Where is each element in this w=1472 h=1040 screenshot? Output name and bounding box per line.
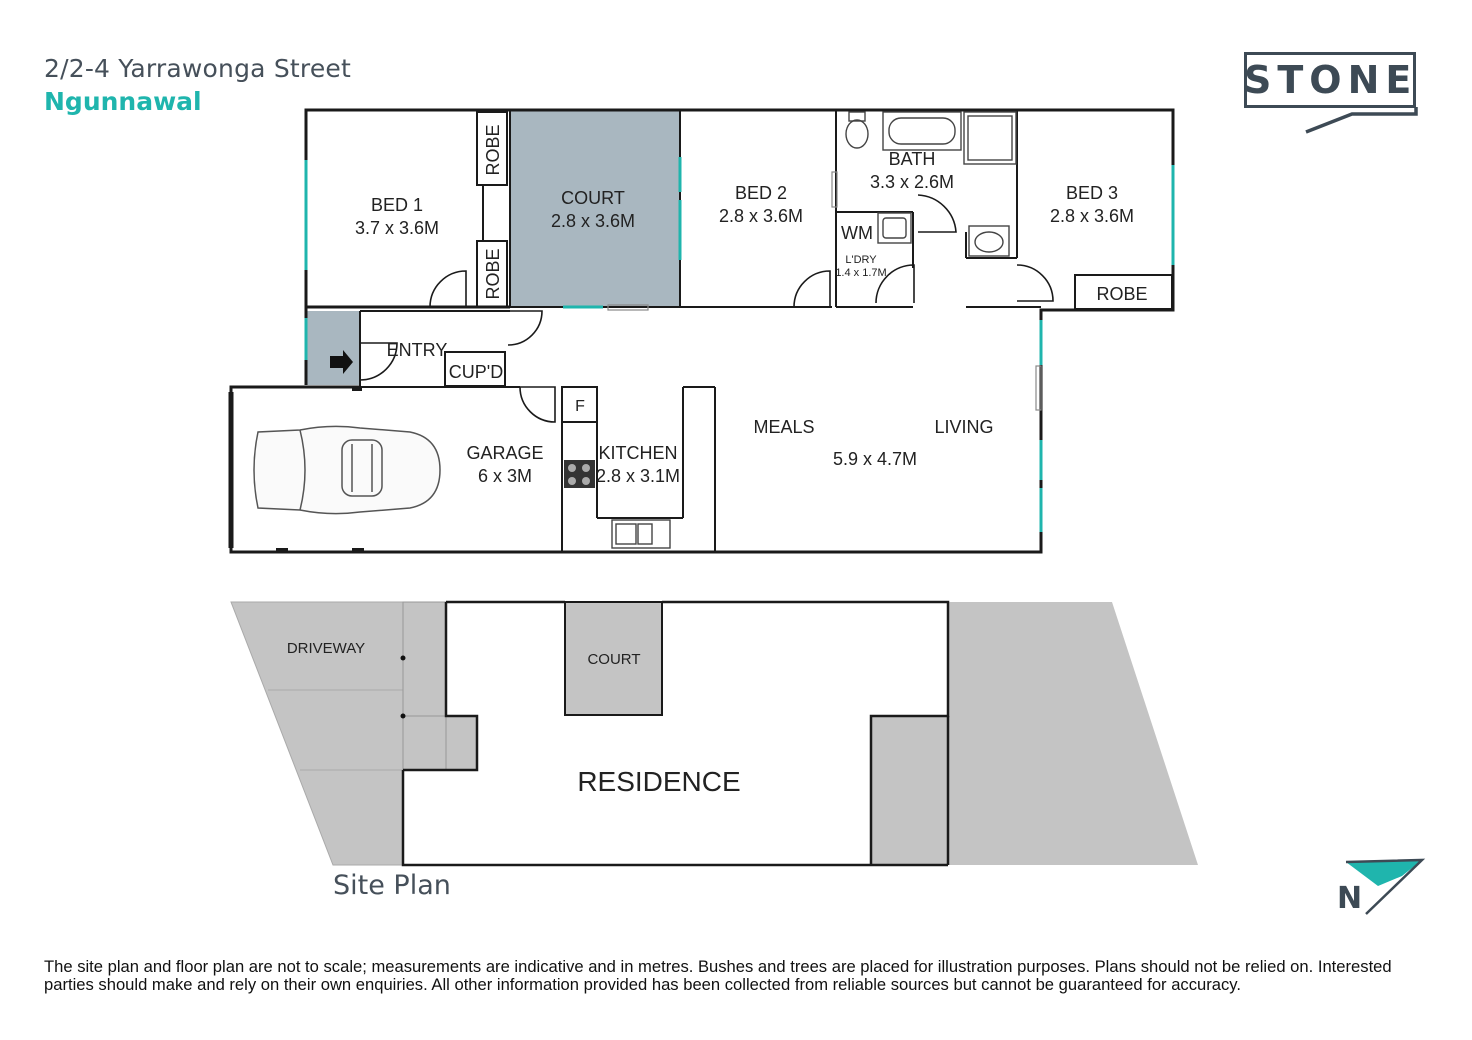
bed3-size: 2.8 x 3.6M	[1050, 206, 1134, 226]
site-plan-title: Site Plan	[333, 870, 451, 901]
meals-living-size: 5.9 x 4.7M	[833, 449, 917, 469]
kitchen-name: KITCHEN	[598, 443, 677, 463]
court-fill	[510, 110, 680, 307]
bed1-name: BED 1	[371, 195, 423, 215]
entry-label: ENTRY	[387, 340, 448, 360]
disclaimer-text: The site plan and floor plan are not to …	[44, 957, 1392, 994]
garage-name: GARAGE	[466, 443, 543, 463]
windows	[304, 157, 1175, 532]
logo-frame	[1244, 52, 1416, 108]
stone-logo: STONE	[1244, 52, 1424, 136]
bath-name: BATH	[889, 149, 936, 169]
logo-text: STONE	[1244, 58, 1418, 102]
north-arrow-icon: N	[1337, 858, 1426, 916]
kitchen-size: 2.8 x 3.1M	[596, 466, 680, 486]
site-plan-drawing	[230, 600, 1198, 867]
living-label: LIVING	[934, 417, 993, 437]
robe-a-label: ROBE	[483, 124, 503, 175]
site-court-label: COURT	[587, 651, 640, 668]
driveway-label: DRIVEWAY	[287, 640, 365, 657]
wm-label: WM	[841, 223, 873, 243]
bed2-name: BED 2	[735, 183, 787, 203]
bed3-name: BED 3	[1066, 183, 1118, 203]
openings	[607, 171, 1042, 411]
cooktop-icon	[564, 460, 595, 488]
cupboard-label: CUP'D	[449, 362, 503, 382]
door-swings	[359, 194, 1054, 423]
meals-label: MEALS	[753, 417, 814, 437]
entry-arrow-icon	[330, 350, 353, 374]
north-arrow-fill	[1346, 860, 1422, 886]
fridge-label: F	[575, 398, 585, 415]
bathroom-fixtures	[611, 111, 1017, 549]
wall-marks	[276, 386, 364, 553]
bed1-size: 3.7 x 3.6M	[355, 218, 439, 238]
robe-c-label: ROBE	[1096, 284, 1147, 304]
property-suburb: Ngunnawal	[44, 87, 202, 116]
laundry-size: 1.4 x 1.7M	[835, 267, 886, 279]
logo-tail-icon	[1305, 107, 1418, 134]
laundry-name: L'DRY	[845, 254, 877, 266]
court-name: COURT	[561, 188, 625, 208]
robe-b-label: ROBE	[483, 248, 503, 299]
bed2-size: 2.8 x 3.6M	[719, 206, 803, 226]
residence-label: RESIDENCE	[577, 766, 740, 797]
interior-walls	[228, 110, 1173, 552]
property-address: 2/2-4 Yarrawonga Street	[44, 54, 351, 83]
car-icon	[253, 425, 441, 515]
garage-size: 6 x 3M	[478, 466, 532, 486]
room-labels: BED 1 3.7 x 3.6M ROBE ROBE COURT 2.8 x 3…	[355, 124, 1148, 486]
court-size: 2.8 x 3.6M	[551, 211, 635, 231]
north-label: N	[1337, 881, 1362, 916]
porch-fill	[306, 311, 360, 385]
cooktop-burners	[568, 464, 590, 485]
bath-size: 3.3 x 2.6M	[870, 172, 954, 192]
